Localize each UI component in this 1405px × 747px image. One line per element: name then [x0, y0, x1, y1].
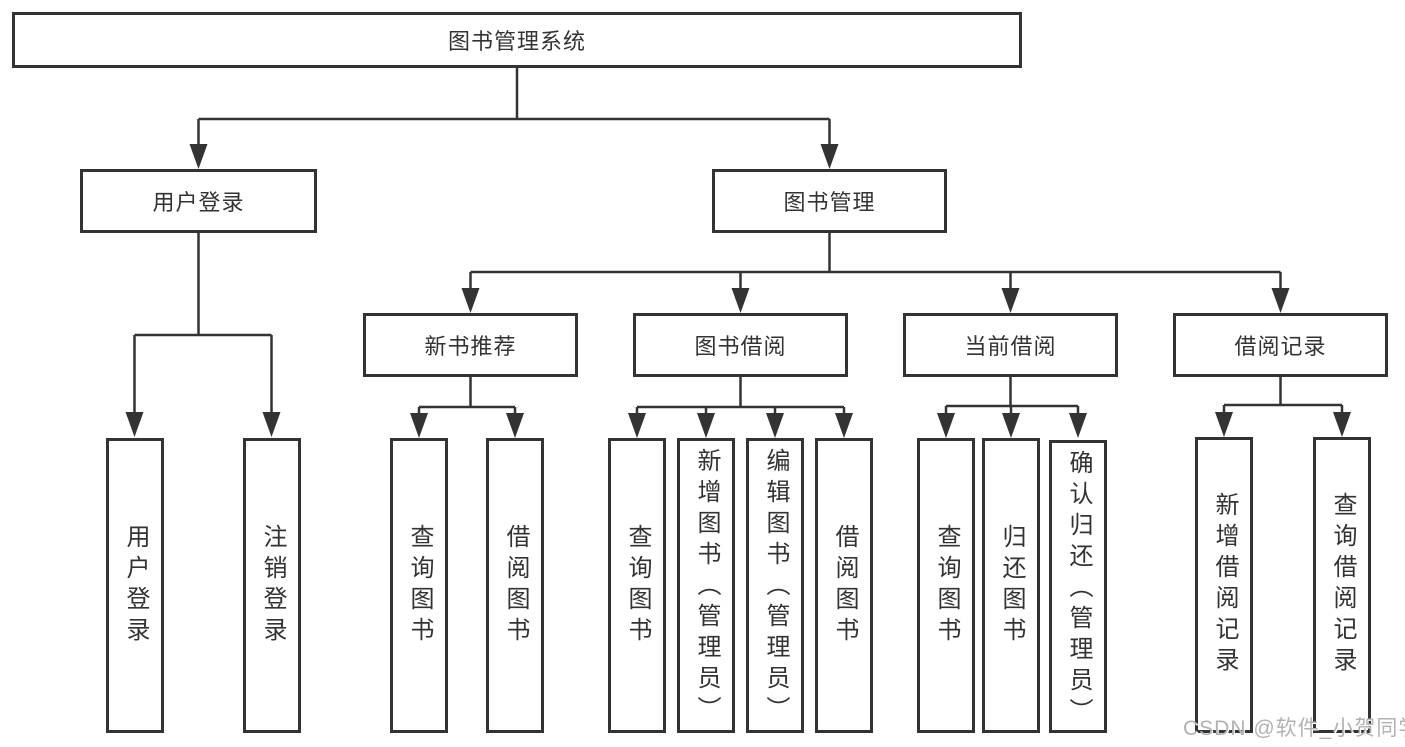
- node-borrow-records: 借阅记录: [1173, 313, 1388, 377]
- leaf-user-login-label: 用户登录: [122, 523, 149, 648]
- leaf-logout: 注销登录: [243, 438, 301, 733]
- leaf-query-books-2-label: 查询图书: [624, 523, 651, 648]
- leaf-borrow-books-1-label: 借阅图书: [502, 523, 529, 648]
- node-book-mgmt: 图书管理: [712, 169, 947, 233]
- node-book-mgmt-label: 图书管理: [783, 190, 876, 215]
- leaf-confirm-return-admin-label: 确认归还（管理员）: [1065, 450, 1092, 729]
- leaf-query-borrow-record-label: 查询借阅记录: [1329, 492, 1356, 678]
- node-user-login-label: 用户登录: [152, 190, 245, 215]
- leaf-query-books-3: 查询图书: [917, 438, 975, 733]
- node-current-borrow: 当前借阅: [903, 313, 1118, 377]
- leaf-confirm-return-admin: 确认归还（管理员）: [1049, 440, 1107, 733]
- leaf-add-books-admin: 新增图书（管理员）: [677, 438, 735, 733]
- node-root-label: 图书管理系统: [447, 29, 586, 54]
- node-current-borrow-label: 当前借阅: [964, 334, 1057, 359]
- node-borrow-records-label: 借阅记录: [1234, 334, 1327, 359]
- arrowheads: [125, 144, 1351, 438]
- node-book-borrow: 图书借阅: [633, 313, 848, 377]
- leaf-edit-books-admin-label: 编辑图书（管理员）: [762, 448, 789, 727]
- node-new-books: 新书推荐: [363, 313, 578, 377]
- leaf-borrow-books-1: 借阅图书: [486, 438, 544, 733]
- leaf-query-books-1: 查询图书: [390, 438, 448, 733]
- node-root: 图书管理系统: [12, 12, 1022, 68]
- leaf-query-books-2: 查询图书: [608, 438, 666, 733]
- leaf-edit-books-admin: 编辑图书（管理员）: [746, 438, 804, 733]
- leaf-user-login: 用户登录: [106, 438, 164, 733]
- leaf-return-books-label: 归还图书: [998, 523, 1025, 648]
- leaf-query-books-3-label: 查询图书: [933, 523, 960, 648]
- node-user-login: 用户登录: [80, 169, 317, 233]
- leaf-add-borrow-record-label: 新增借阅记录: [1211, 492, 1238, 678]
- node-new-books-label: 新书推荐: [424, 334, 517, 359]
- leaf-return-books: 归还图书: [982, 438, 1040, 733]
- leaf-add-borrow-record: 新增借阅记录: [1195, 437, 1253, 733]
- leaf-add-books-admin-label: 新增图书（管理员）: [693, 448, 720, 727]
- watermark: CSDN @软件_小贺同学: [1183, 717, 1405, 740]
- leaf-borrow-books-2-label: 借阅图书: [831, 523, 858, 648]
- node-book-borrow-label: 图书借阅: [694, 334, 787, 359]
- leaf-query-books-1-label: 查询图书: [406, 523, 433, 648]
- leaf-logout-label: 注销登录: [259, 523, 286, 648]
- leaf-query-borrow-record: 查询借阅记录: [1313, 437, 1371, 733]
- leaf-borrow-books-2: 借阅图书: [815, 438, 873, 733]
